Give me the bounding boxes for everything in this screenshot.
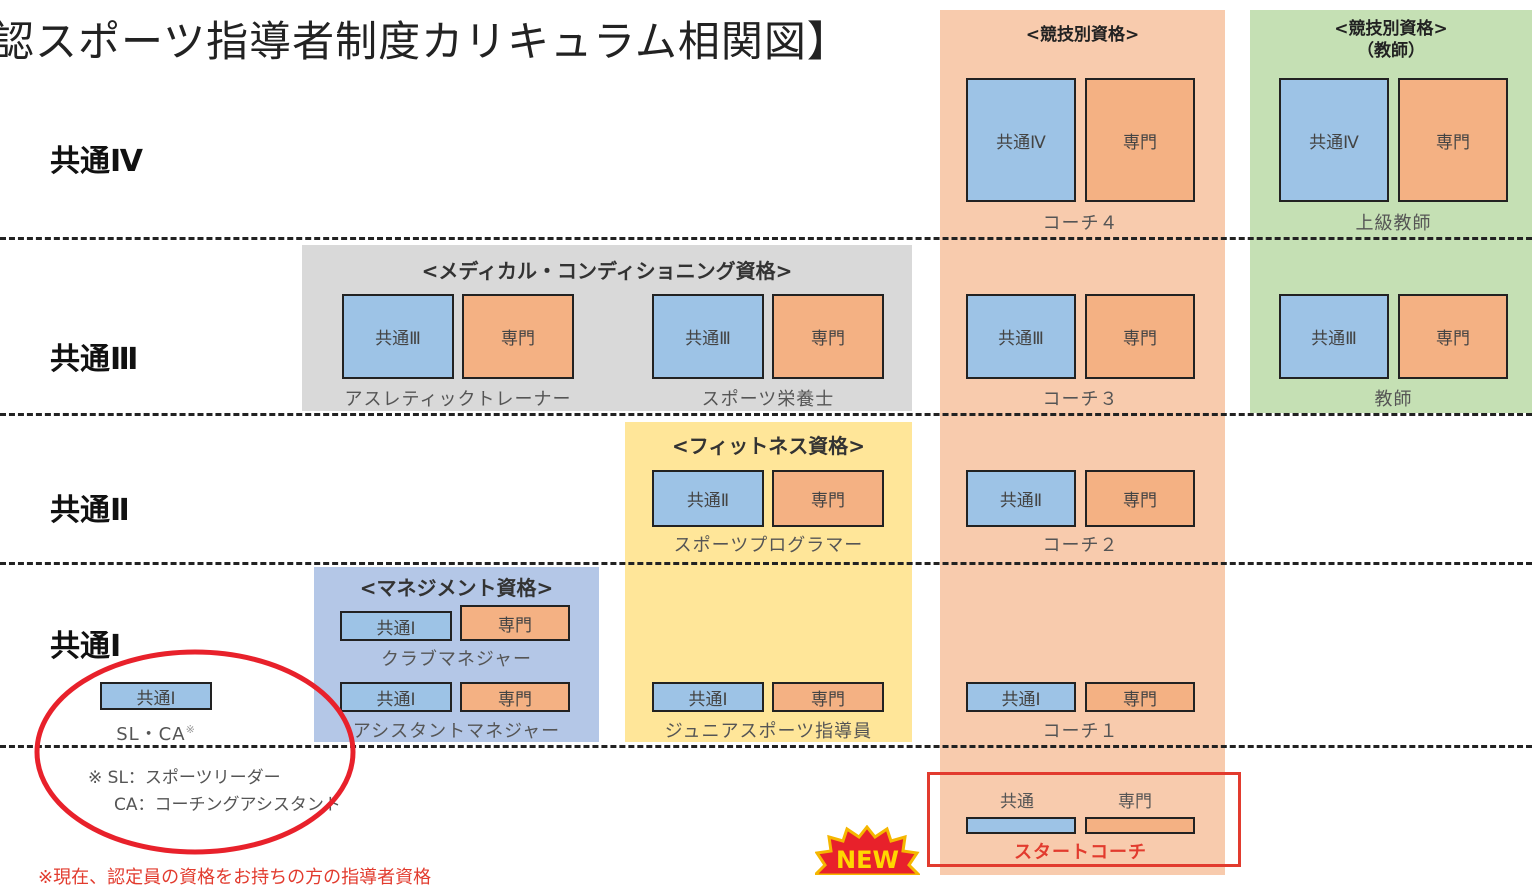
level-label-ii: 共通Ⅱ: [50, 493, 130, 528]
dietitian-caption: スポーツ栄養士: [701, 389, 835, 410]
management-group: [314, 567, 599, 742]
teacher-column-title: <競技別資格> （教師）: [1334, 19, 1448, 61]
new-badge: [815, 825, 920, 875]
coach2-special-box: 専門: [1085, 470, 1195, 527]
coach1-caption: コーチ１: [1042, 721, 1119, 742]
trainer-caption: アスレティックトレーナー: [344, 389, 572, 410]
senior-teacher-special-box: 専門: [1398, 78, 1508, 202]
programmer-special-box: 専門: [772, 470, 884, 527]
assistant-manager-caption: アシスタントマネジャー: [352, 721, 561, 742]
senior-teacher-common-box: 共通Ⅳ: [1279, 78, 1389, 202]
junior-common-box: 共通Ⅰ: [652, 682, 764, 712]
coach2-caption: コーチ２: [1042, 535, 1119, 556]
sl-caption-mark: ※: [185, 723, 196, 736]
teacher-special-box: 専門: [1398, 294, 1508, 379]
club-manager-common-box: 共通Ⅰ: [340, 611, 452, 641]
coach1-common-box: 共通Ⅰ: [966, 682, 1076, 712]
teacher-caption: 教師: [1374, 389, 1413, 410]
level-label-iii: 共通Ⅲ: [50, 342, 139, 377]
coach4-special-box: 専門: [1085, 78, 1195, 202]
sl-caption-text: SL・CA: [116, 724, 186, 745]
programmer-common-box: 共通Ⅱ: [652, 470, 764, 527]
separator-i-base: [0, 745, 1532, 748]
red-ellipse-highlight: [34, 649, 356, 855]
trainer-common-box: 共通Ⅲ: [342, 294, 454, 379]
level-label-i: 共通Ⅰ: [50, 629, 122, 664]
note-sl: ※ SL：スポーツリーダー: [88, 768, 281, 788]
separator-iii-ii: [0, 413, 1532, 416]
club-manager-caption: クラブマネジャー: [380, 649, 533, 670]
junior-special-box: 専門: [772, 682, 884, 712]
coach4-caption: コーチ４: [1042, 213, 1119, 234]
medical-group-title: <メディカル・コンディショニング資格>: [421, 259, 793, 283]
management-group-title: <マネジメント資格>: [359, 576, 554, 600]
sl-common-box: 共通Ⅰ: [100, 682, 212, 710]
coach3-common-box: 共通Ⅲ: [966, 294, 1076, 379]
start-coach-caption: スタートコーチ: [1014, 842, 1147, 863]
competition-column-title: <競技別資格>: [1025, 25, 1140, 45]
senior-teacher-caption: 上級教師: [1355, 213, 1432, 234]
junior-caption: ジュニアスポーツ指導員: [664, 721, 873, 742]
assistant-manager-common-box: 共通Ⅰ: [340, 682, 452, 712]
assistant-manager-special-box: 専門: [460, 682, 570, 712]
dietitian-special-box: 専門: [772, 294, 884, 379]
start-coach-special-label: 専門: [1118, 792, 1152, 812]
dietitian-common-box: 共通Ⅲ: [652, 294, 764, 379]
start-coach-special-bar: [1085, 817, 1195, 834]
start-coach-common-bar: [966, 817, 1076, 834]
sl-caption: SL・CA※: [100, 720, 212, 746]
footer-note: ※現在、認定員の資格をお持ちの方の指導者資格: [38, 867, 432, 888]
separator-iv-iii: [0, 237, 1532, 240]
teacher-common-box: 共通Ⅲ: [1279, 294, 1389, 379]
separator-ii-i: [0, 562, 1532, 565]
page-title: 認スポーツ指導者制度カリキュラム相関図】: [0, 17, 850, 66]
start-coach-common-label: 共通: [1000, 792, 1034, 812]
note-ca: CA：コーチングアシスタント: [114, 795, 341, 815]
new-badge-label: NEW: [836, 846, 899, 874]
level-label-iv: 共通Ⅳ: [50, 144, 143, 179]
trainer-special-box: 専門: [462, 294, 574, 379]
start-coach-highlight: [927, 772, 1241, 867]
programmer-caption: スポーツプログラマー: [673, 535, 864, 556]
coach1-special-box: 専門: [1085, 682, 1195, 712]
fitness-group-title: <フィットネス資格>: [671, 434, 866, 458]
coach4-common-box: 共通Ⅳ: [966, 78, 1076, 202]
club-manager-special-box: 専門: [460, 605, 570, 641]
coach3-special-box: 専門: [1085, 294, 1195, 379]
coach3-caption: コーチ３: [1042, 389, 1119, 410]
coach2-common-box: 共通Ⅱ: [966, 470, 1076, 527]
